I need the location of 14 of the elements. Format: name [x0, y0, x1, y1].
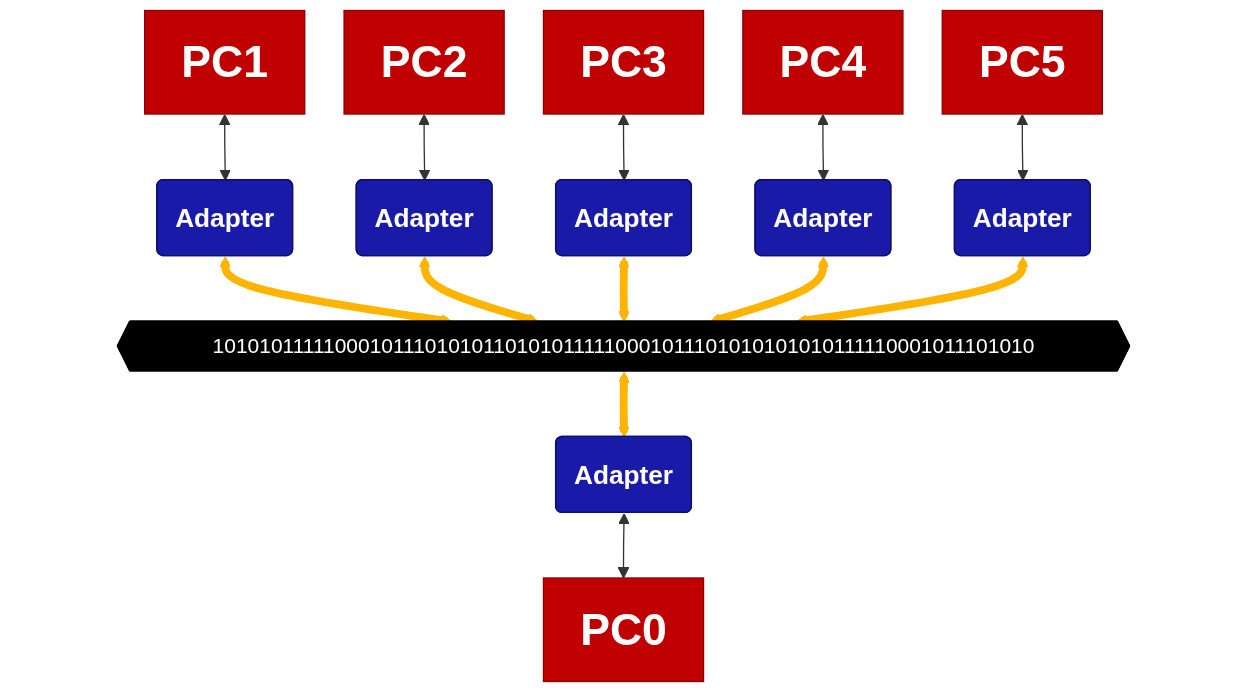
- node-box: PC0: [542, 577, 705, 683]
- node-box: PC3: [542, 9, 705, 115]
- arrow: [218, 114, 231, 181]
- node-box: PC1: [144, 9, 306, 115]
- node-box: PC5: [941, 9, 1103, 115]
- arrow: [617, 114, 630, 181]
- arrow: [1016, 114, 1029, 181]
- arrow: [418, 114, 431, 181]
- node-box: PC2: [343, 9, 505, 115]
- arrow: [618, 256, 630, 323]
- arrow: [618, 371, 630, 438]
- arrow: [617, 513, 630, 579]
- arrow: [817, 114, 830, 181]
- node-box: PC4: [742, 9, 904, 115]
